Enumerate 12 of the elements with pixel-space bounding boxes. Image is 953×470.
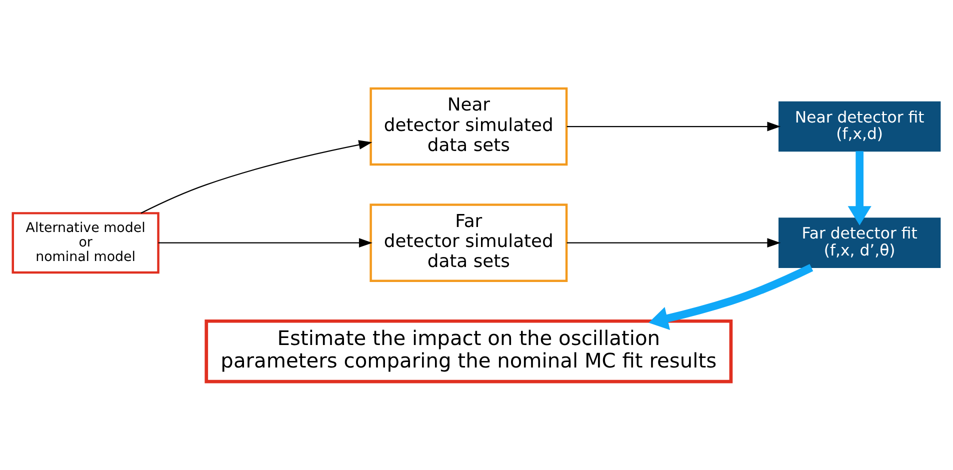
node-box: Near detector fit (f,x,d) [778,101,941,152]
arrow [566,122,781,132]
node-box: Far detector fit (f,x, d’,θ) [778,218,941,268]
node-box: Alternative model or nominal model [12,212,160,274]
arrow [648,264,814,330]
node-box: Far detector simulated data sets [370,204,568,282]
arrow [566,238,781,248]
arrow [848,151,872,226]
node-box: Near detector simulated data sets [370,87,568,166]
arrow [140,140,372,214]
node-box: Estimate the impact on the oscillation parameters comparing the nominal MC fit results [204,319,733,384]
arrow [158,238,372,248]
